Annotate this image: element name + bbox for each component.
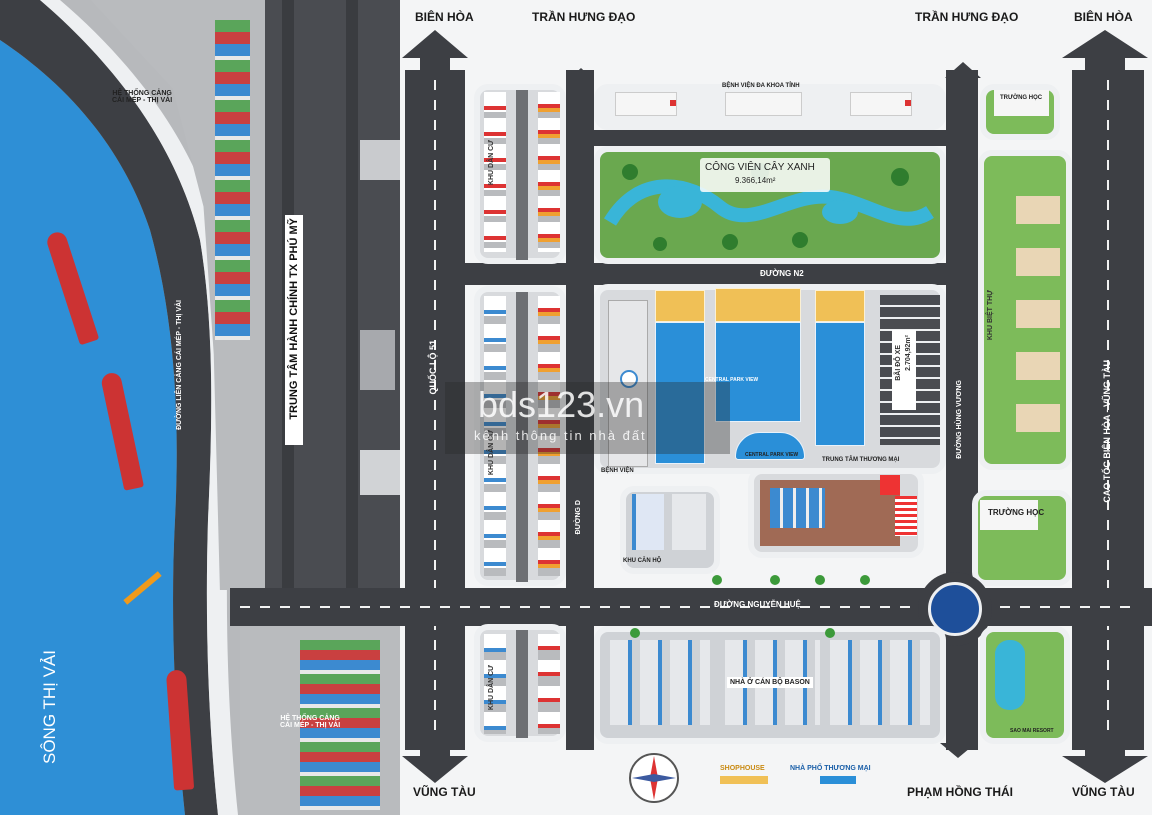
- place-label-villa: KHU BIỆT THỰ: [987, 290, 994, 341]
- townhouse-plots-2: [715, 322, 801, 422]
- tree-icon: [770, 575, 780, 585]
- road-label-hung-vuong: ĐƯỜNG HÙNG VƯƠNG: [956, 380, 963, 459]
- place-label-park: CÔNG VIÊN CÂY XANH: [705, 162, 815, 173]
- place-label-bason: NHÀ Ở CÁN BỘ BASON: [727, 677, 813, 688]
- road-n2: [465, 263, 946, 285]
- place-label-school-mid: TRƯỜNG HỌC: [988, 508, 1045, 517]
- place-label-residential-3: KHU DÂN CƯ: [488, 665, 495, 711]
- road-label-bien-hoa-right: BIÊN HÒA: [1074, 10, 1133, 24]
- place-label-hospital-top: BỆNH VIỆN ĐA KHOA TỈNH: [722, 83, 800, 89]
- legend-shophouse: SHOPHOUSE: [720, 765, 765, 772]
- legend-swatch-townhouse: [820, 776, 856, 784]
- resort-block: [980, 626, 1070, 744]
- place-label-park-area: 9.366,14m²: [735, 176, 776, 185]
- road-label-vung-tau-left: VŨNG TÀU: [413, 785, 476, 799]
- road-label-pham-hong-thai: PHẠM HỒNG THÁI: [907, 785, 1013, 799]
- place-label-apartments: KHU CĂN HỘ: [623, 558, 662, 564]
- road-label-tran-hung-dao-2: TRẦN HƯNG ĐẠO: [915, 10, 1019, 24]
- place-label-parking: BÃI ĐỖ XE: [895, 345, 902, 381]
- tree-icon: [630, 628, 640, 638]
- road-label-ql51: QUỐC LỘ 51: [428, 340, 438, 395]
- tree-icon: [712, 575, 722, 585]
- watermark-brand: bds123.vn: [478, 384, 645, 425]
- place-label-port-top: HỆ THỐNG CẢNG CÁI MÉP - THỊ VẢI: [112, 90, 173, 104]
- arrow-south-left: [402, 742, 468, 783]
- road-label-bien-hoa-left: BIÊN HÒA: [415, 10, 474, 24]
- road-label-n2: ĐƯỜNG N2: [760, 269, 804, 278]
- road-label-highway: CAO TỐC BIÊN HÒA - VŨNG TÀU: [1102, 360, 1112, 503]
- place-label-river: SÔNG THỊ VẢI: [40, 650, 59, 764]
- place-label-port-bottom: HỆ THỐNG CẢNG CÁI MÉP - THỊ VẢI: [280, 715, 341, 729]
- place-label-residential-1: KHU DÂN CƯ: [488, 140, 495, 186]
- road-label-nguyen-hue: ĐƯỜNG NGUYỄN HUỆ: [714, 600, 801, 609]
- road-label-duong-d: ĐƯỜNG D: [575, 500, 582, 535]
- tree-icon: [825, 628, 835, 638]
- place-label-admin-center: TRUNG TÂM HÀNH CHÍNH TX PHÚ MỸ: [288, 218, 300, 420]
- roundabout-fountain-icon: [928, 582, 982, 636]
- watermark-panel: [445, 382, 730, 454]
- legend-swatch-shophouse: [720, 776, 768, 784]
- tree-icon: [815, 575, 825, 585]
- container-yard: [215, 20, 250, 340]
- place-label-central-view-1: CENTRAL PARK VIEW: [705, 377, 759, 383]
- townhouse-plots-1: [655, 322, 705, 464]
- place-label-parking-area: 2.704,92m²: [905, 335, 912, 371]
- place-label-mall: TRUNG TÂM THƯƠNG MẠI: [822, 457, 900, 463]
- road-label-port-road: ĐƯỜNG LIÊN CẢNG CÁI MÉP - THỊ VẢI: [176, 300, 183, 430]
- arrow-south-right: [1062, 742, 1148, 783]
- arrow-north-right: [1062, 30, 1148, 72]
- arrow-north-left: [402, 30, 468, 72]
- place-label-hospital: BỆNH VIỆN: [601, 468, 634, 474]
- compass-icon: [629, 753, 679, 803]
- tree-icon: [860, 575, 870, 585]
- road-label-tran-hung-dao-1: TRẦN HƯNG ĐẠO: [532, 10, 636, 24]
- road-label-vung-tau-right: VŨNG TÀU: [1072, 785, 1135, 799]
- container-yard-bottom: [300, 640, 380, 810]
- watermark-tagline: kênh thông tin nhà đất: [474, 428, 647, 443]
- townhouse-plots-3: [815, 322, 865, 446]
- place-label-central-view-2: CENTRAL PARK VIEW: [745, 452, 799, 458]
- place-label-school-top: TRƯỜNG HỌC: [1000, 95, 1043, 101]
- place-label-resort: SAO MAI RESORT: [1010, 728, 1054, 734]
- legend-townhouse: NHÀ PHỐ THƯƠNG MẠI: [790, 765, 871, 772]
